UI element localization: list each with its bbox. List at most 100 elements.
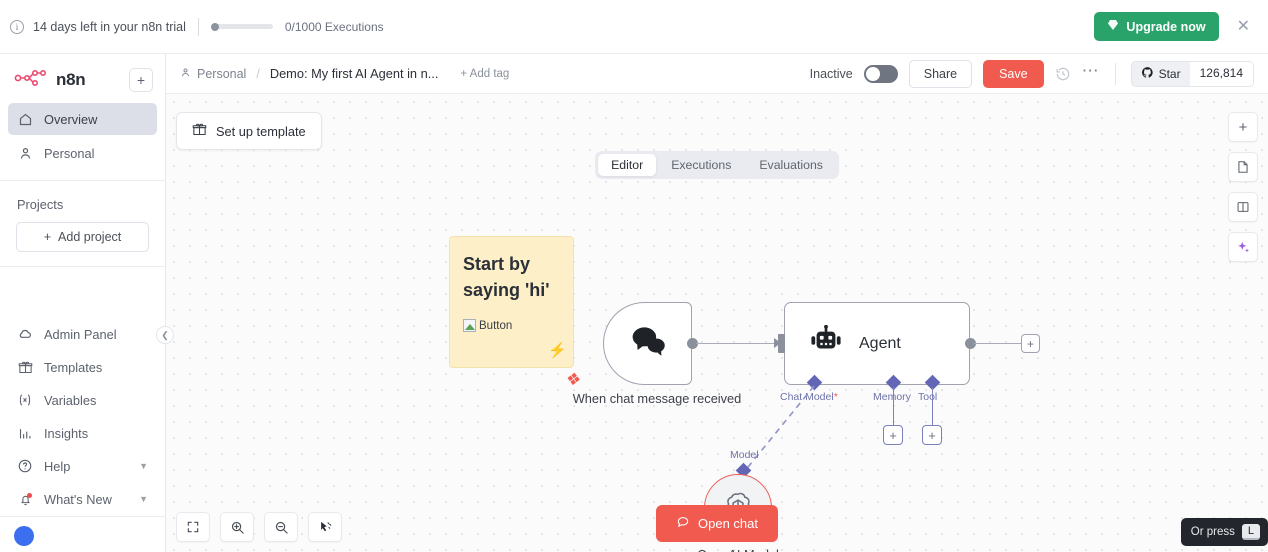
share-button[interactable]: Share	[908, 59, 973, 88]
avatar[interactable]	[14, 526, 34, 546]
main-area: Personal / Demo: My first AI Agent in n.…	[166, 54, 1268, 552]
connector-trigger-to-agent	[696, 343, 780, 345]
cloud-icon	[17, 326, 33, 342]
openai-connector-label: Model	[730, 449, 759, 461]
upgrade-label: Upgrade now	[1126, 19, 1206, 34]
trial-text: 14 days left in your n8n trial	[33, 19, 186, 34]
divider	[0, 180, 165, 181]
sidebar-item-variables[interactable]: Variables	[8, 384, 157, 416]
sidebar-item-personal[interactable]: Personal	[8, 137, 157, 169]
chat-bubble-icon	[676, 515, 690, 532]
add-project-button[interactable]: + Add project	[16, 222, 149, 252]
bell-icon	[17, 491, 33, 507]
trigger-output-port[interactable]	[687, 338, 698, 349]
tab-executions[interactable]: Executions	[671, 158, 732, 172]
sidebar-item-label: Variables	[44, 392, 97, 408]
save-button[interactable]: Save	[983, 59, 1044, 88]
breadcrumb: Personal / Demo: My first AI Agent in n.…	[180, 66, 509, 81]
ai-sparkle-icon[interactable]	[1228, 232, 1258, 262]
github-star-left[interactable]: Star	[1131, 61, 1190, 86]
sidebar-item-label: What's New	[44, 491, 112, 507]
open-chat-button[interactable]: Open chat	[656, 505, 778, 542]
sidebar-item-label: Help	[44, 458, 71, 474]
plus-icon: +	[43, 230, 52, 244]
sidebar-item-templates[interactable]: Templates	[8, 351, 157, 383]
add-tool-button[interactable]: +	[922, 425, 942, 445]
variable-icon	[17, 392, 33, 408]
close-icon[interactable]: ✕	[1236, 17, 1250, 35]
set-up-template-label: Set up template	[216, 123, 306, 139]
sticky-note-heading: Start by saying 'hi'	[463, 254, 550, 301]
robot-icon	[809, 324, 843, 362]
workflow-name[interactable]: Demo: My first AI Agent in n...	[269, 66, 439, 81]
breadcrumb-separator: /	[256, 66, 260, 81]
connector-memory-line	[893, 387, 895, 435]
sidebar-item-admin-panel[interactable]: Admin Panel	[8, 318, 157, 350]
sidebar-item-label: Personal	[44, 145, 95, 161]
add-node-button[interactable]: +	[1021, 334, 1040, 353]
add-tag-button[interactable]: + Add tag	[460, 67, 510, 80]
chat-model-text: Chat Model	[780, 391, 834, 403]
panel-layout-icon[interactable]	[1228, 192, 1258, 222]
activate-workflow-toggle[interactable]	[863, 64, 898, 83]
fit-view-icon[interactable]	[176, 512, 210, 542]
open-chat-label: Open chat	[698, 516, 758, 531]
breadcrumb-project[interactable]: Personal	[197, 66, 247, 81]
history-clock-icon[interactable]	[1055, 66, 1071, 82]
sidebar-item-help[interactable]: Help ▼	[8, 450, 157, 482]
sidebar-item-whats-new[interactable]: What's New ▼	[8, 483, 157, 515]
person-icon	[180, 67, 191, 81]
sidebar-collapse-button[interactable]: ❮	[156, 326, 174, 344]
tab-evaluations[interactable]: Evaluations	[759, 158, 823, 172]
connector-arrow	[774, 338, 781, 348]
sidebar-item-overview[interactable]: Overview	[8, 103, 157, 135]
ellipsis-icon[interactable]: ⋯	[1081, 60, 1100, 80]
github-star-label: Star	[1158, 66, 1181, 81]
required-asterisk: *	[833, 391, 838, 403]
sidebar-user-row[interactable]	[0, 516, 165, 546]
sub-connector-chat-model-label: Chat Model*	[780, 391, 838, 403]
hint-key-cap: L	[1241, 524, 1260, 540]
tidy-up-icon[interactable]	[308, 512, 342, 542]
divider	[197, 17, 199, 36]
add-workflow-button[interactable]: +	[129, 68, 153, 92]
sticky-note-icon[interactable]	[1228, 152, 1258, 182]
bar-chart-icon	[17, 425, 33, 441]
zoom-in-icon[interactable]	[220, 512, 254, 542]
github-star-badge[interactable]: Star 126,814	[1130, 60, 1254, 87]
gem-icon	[1107, 19, 1119, 34]
canvas-right-rail: +	[1228, 112, 1258, 262]
agent-input-port[interactable]	[778, 334, 785, 353]
sidebar: n8n + Overview Personal Projects + Add p…	[0, 54, 174, 552]
set-up-template-button[interactable]: Set up template	[176, 112, 322, 150]
executions-progress: 0/1000 Executions	[210, 20, 384, 34]
person-icon	[17, 145, 33, 161]
node-agent[interactable]: Agent	[784, 302, 970, 385]
canvas-tools	[176, 512, 342, 542]
zoom-out-icon[interactable]	[264, 512, 298, 542]
plus-icon[interactable]: +	[1228, 112, 1258, 142]
workflow-tabs: Editor Executions Evaluations	[595, 151, 839, 179]
add-project-label: Add project	[58, 230, 122, 244]
topbar-actions: Inactive Share Save ⋯ Star	[809, 59, 1254, 88]
sticky-note[interactable]: Start by saying 'hi' Button ⚡	[449, 236, 574, 368]
chat-bubbles-icon	[629, 324, 667, 363]
add-memory-button[interactable]: +	[883, 425, 903, 445]
sidebar-item-label: Insights	[44, 425, 89, 441]
sidebar-item-insights[interactable]: Insights	[8, 417, 157, 449]
keyboard-hint-toast: Or press L	[1180, 518, 1268, 546]
hint-text: Or press	[1190, 526, 1235, 538]
trial-banner-right: Upgrade now ✕	[1094, 12, 1254, 41]
upgrade-now-button[interactable]: Upgrade now	[1094, 12, 1219, 41]
tab-editor[interactable]: Editor	[598, 154, 657, 176]
github-icon	[1141, 66, 1154, 82]
connector-tool-line	[932, 387, 934, 435]
activation-state-label: Inactive	[809, 66, 853, 81]
agent-output-port[interactable]	[965, 338, 976, 349]
notification-dot	[26, 493, 32, 498]
node-when-chat-message-received[interactable]	[603, 302, 692, 385]
trial-banner-left: i 14 days left in your n8n trial	[10, 19, 186, 34]
sidebar-item-label: Admin Panel	[44, 326, 117, 342]
chevron-down-icon: ▼	[139, 494, 148, 504]
